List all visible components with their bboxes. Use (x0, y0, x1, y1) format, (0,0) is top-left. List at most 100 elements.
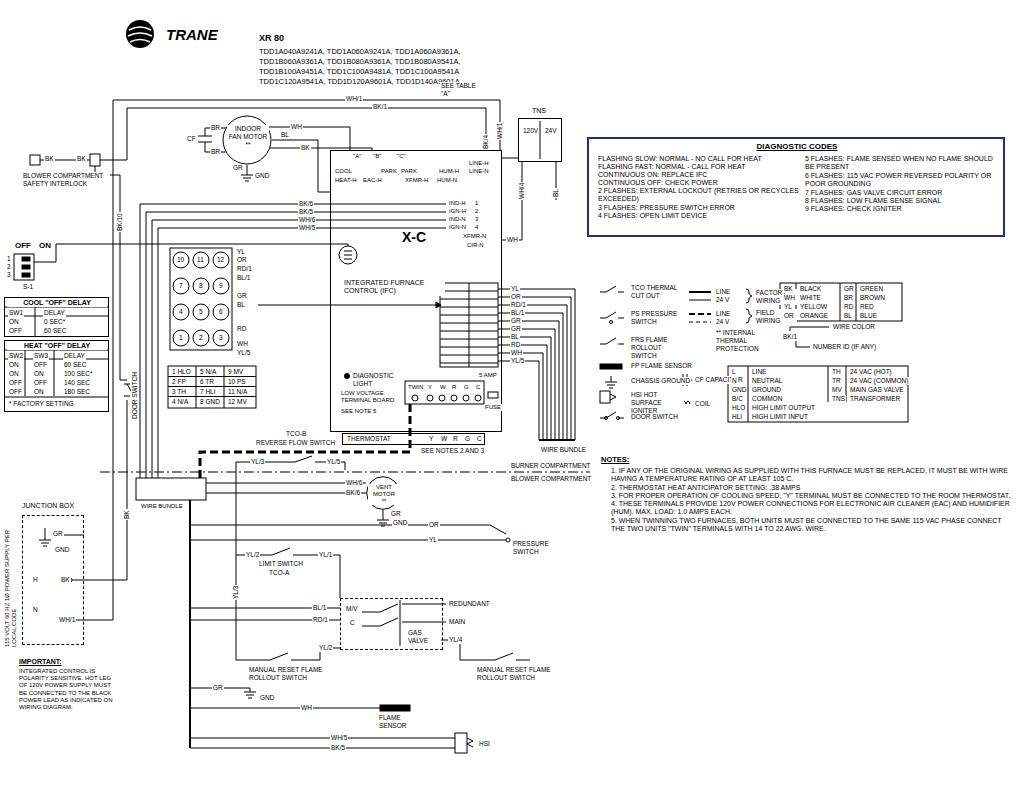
color-table-cell: YL (783, 303, 793, 311)
pin-table-cell: 12 MV (227, 398, 248, 406)
legend-text: 24 V (715, 296, 730, 304)
wire-label: HEAT-H (334, 177, 358, 184)
abbreviation-cell: LINE (751, 368, 767, 376)
note: 5. WHEN TWINNING TWO FURNACES, BOTH UNIT… (610, 517, 1012, 534)
wire-label: WH (506, 236, 519, 244)
control-board-text: X-C (401, 229, 427, 246)
wire-label: WH/5 (330, 734, 348, 742)
wire-label: 4 (474, 224, 479, 231)
wire-label: RD/1 (236, 265, 253, 273)
delay-table-cell: SW2 (8, 352, 24, 360)
wire-label: WH (290, 123, 303, 131)
wire-label: BL (552, 188, 560, 198)
model-number: TDD1B060A9361A, TDD1B080A9361A, TDD1B080… (258, 57, 462, 66)
fan-motor: INDOOR FAN MOTOR** (222, 115, 272, 165)
pin-table-cell: 11 N/A (227, 388, 248, 396)
symbol-legend-text: HSI HOT SURFACE IGNITER (630, 391, 684, 414)
factory-wire (206, 483, 366, 493)
junction-box-title: JUNCTION BOX (21, 502, 75, 510)
abbreviation-cell: MV (831, 386, 843, 394)
wire-label: SEE NOTE 5 (340, 408, 377, 415)
factory-wire (488, 392, 498, 398)
color-table-cell: WH (783, 294, 796, 302)
wire-label: RD (236, 325, 247, 333)
wire-label: WH (300, 704, 313, 712)
color-key-text: NUMBER ID (IF ANY) (812, 343, 877, 351)
pin-number: 6 (218, 308, 224, 316)
color-key-text: BK/1 (782, 333, 798, 341)
color-table-cell: BLACK (799, 285, 822, 293)
factory-wire (190, 738, 455, 748)
pin-number: 9 (218, 282, 224, 290)
wire-label: "C" (396, 153, 407, 160)
factory-wire (136, 478, 206, 500)
factory-wire (377, 510, 389, 526)
wire-label: R (451, 384, 457, 391)
legend-line-sample (689, 322, 711, 323)
factory-wire (455, 733, 467, 753)
wire-label: RD (510, 341, 521, 349)
wire-label: HUM-H (438, 168, 460, 175)
factory-wire (189, 500, 191, 748)
wire-label: WH/4 (518, 182, 526, 200)
brand-logo-mark (126, 20, 154, 48)
color-table-cell: ORANGE (799, 312, 829, 320)
factory-wire (100, 108, 486, 160)
factory-wire (193, 304, 209, 320)
wire-label: BL (236, 301, 246, 309)
wire-label: BL (280, 131, 290, 139)
delay-table-cell: 0 SEC* (43, 318, 66, 326)
pin-number: 3 (218, 334, 224, 342)
wire-label: WH/6 (345, 479, 363, 487)
factory-wire (213, 252, 229, 268)
wire-label: WH/5 (298, 224, 316, 232)
wire-label: Y (427, 384, 433, 391)
abbreviation-cell: HLO (731, 404, 746, 412)
wire-label: 2 (474, 208, 479, 215)
factory-wire (475, 395, 481, 401)
wire-label: GR (236, 292, 248, 300)
delay-table-cell: ON (33, 370, 45, 378)
diagram-title: XR 80 (258, 33, 285, 44)
factory-wire (4, 100, 575, 753)
wire-label: GND (54, 546, 70, 554)
wire-label: LIMIT SWITCH (258, 560, 304, 568)
wire-label: WIRE BUNDLE (540, 446, 587, 454)
wire-label: YL/2 (318, 644, 333, 652)
wire-label: XFMR-N (462, 233, 487, 240)
abbreviation-cell: TR (831, 377, 842, 385)
factory-wire (4, 307, 108, 337)
delay-table-cell: 140 SEC (63, 379, 91, 387)
wire-label: GR (390, 510, 402, 518)
factory-wire (173, 252, 189, 268)
wire-label: RD/1 (312, 616, 329, 624)
factory-wire (22, 265, 30, 269)
delay-table-cell: 180 SEC (63, 388, 91, 396)
wire-label: EAC-H (362, 177, 383, 184)
wire-label: HUM-N (436, 177, 458, 184)
factory-wire (451, 395, 457, 401)
wire-label: LINE-N (468, 168, 490, 175)
wire-label: BL/1 (510, 309, 525, 317)
wire-label: TCO-A (268, 569, 290, 577)
transformer-text: 120V (522, 127, 539, 135)
factory-wire (258, 305, 436, 306)
wire-label: WH/6 (298, 216, 316, 224)
factory-wire (84, 100, 500, 620)
motor-outline (367, 477, 400, 510)
delay-table-cell: * FACTORY SETTING (8, 400, 75, 408)
factory-wire (190, 525, 490, 540)
wire-label: YL (428, 536, 438, 544)
wire-label: WH/1 (58, 616, 76, 624)
wire-label: BK/5 (330, 744, 346, 752)
wire-label: GND (392, 519, 408, 527)
wire-label: BL (510, 333, 520, 341)
wire-label: YL (510, 285, 520, 293)
legend-swatch (687, 310, 713, 318)
pin-table-cell: 2 FP (171, 378, 187, 386)
wire-label: 1 (474, 200, 479, 207)
thermostat-terminal: THERMOSTAT (346, 435, 392, 443)
factory-wire (30, 155, 40, 165)
thermostat-terminal: G (464, 435, 471, 443)
